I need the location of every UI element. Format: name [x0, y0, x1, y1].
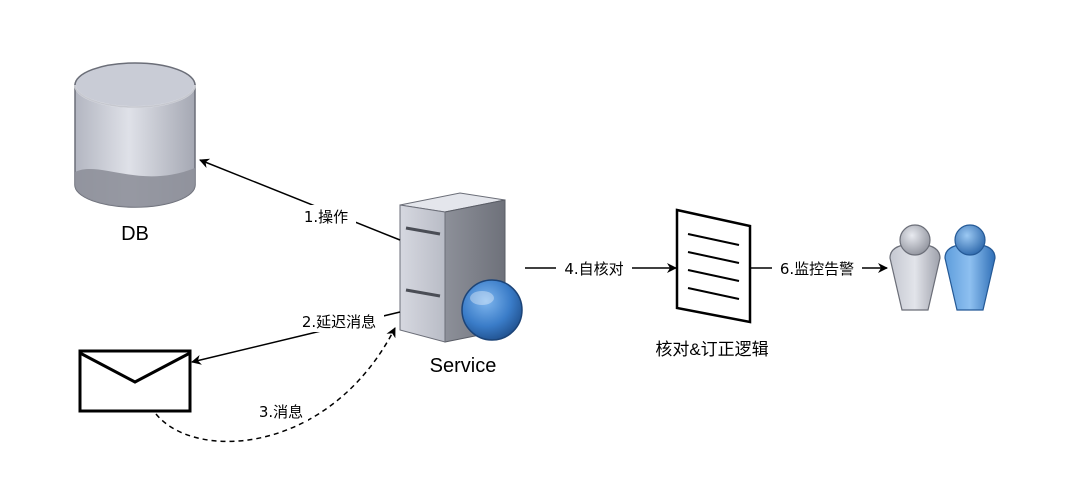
user-icon-gray — [889, 224, 941, 311]
edge-delay-message-label: 2.延迟消息 — [302, 313, 376, 331]
database-icon — [74, 62, 196, 208]
logic-label: 核对&订正逻辑 — [655, 340, 768, 359]
edge-operate-label: 1.操作 — [304, 208, 348, 226]
edge-alert-label: 6.监控告警 — [780, 260, 854, 278]
service-label: Service — [430, 355, 497, 377]
envelope-icon — [78, 349, 192, 413]
db-label: DB — [121, 223, 149, 245]
edge-self-check-label: 4.自核对 — [564, 260, 623, 278]
document-icon — [675, 208, 752, 324]
edge-message-arrow — [155, 327, 396, 443]
globe-icon — [461, 279, 523, 341]
user-icon-blue — [944, 224, 996, 311]
edge-message-label: 3.消息 — [259, 403, 303, 421]
edge-operate-arrow — [199, 158, 401, 241]
server-icon — [399, 192, 506, 343]
